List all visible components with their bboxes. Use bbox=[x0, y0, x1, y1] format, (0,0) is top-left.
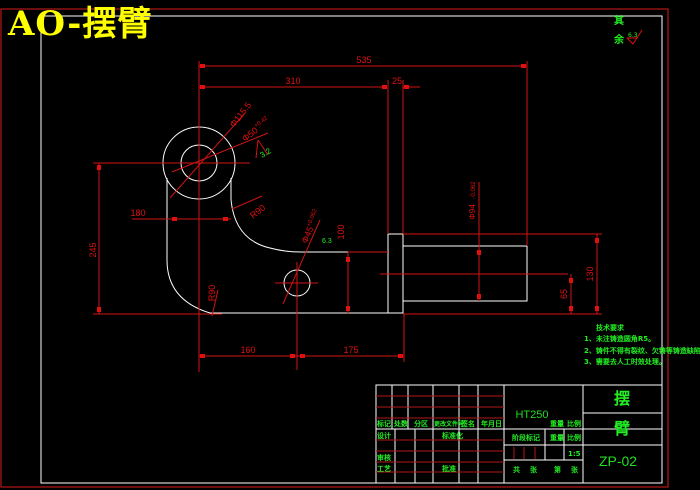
dim-r90-lower: R90 bbox=[207, 285, 217, 302]
dimension-lines bbox=[93, 61, 602, 372]
dim-65: 65 bbox=[559, 289, 569, 299]
inner-frame bbox=[40, 15, 663, 484]
dim-245: 245 bbox=[88, 242, 98, 257]
label-weight: 重量 bbox=[550, 419, 564, 428]
dimension-arrows bbox=[97, 64, 599, 358]
dim-310: 310 bbox=[285, 76, 300, 86]
corner-note-1: 其 bbox=[614, 14, 624, 27]
label-process: 工艺 bbox=[377, 464, 391, 473]
label-change-doc: 更改文件号 bbox=[434, 420, 464, 428]
label-zone: 分区 bbox=[414, 419, 428, 428]
corner-note-2: 余 bbox=[613, 33, 625, 46]
dim-hole-tol: +0.062 bbox=[306, 208, 319, 228]
left-contour bbox=[166, 178, 403, 314]
part-name-1: 摆 bbox=[614, 389, 630, 408]
label-sheet: 张 bbox=[530, 465, 538, 474]
label-scale-2: 比例 bbox=[567, 433, 581, 442]
tech-req-heading: 技术要求 bbox=[596, 323, 625, 332]
label-count: 处数 bbox=[393, 419, 409, 428]
label-design: 设计 bbox=[377, 431, 391, 440]
label-mark: 标记 bbox=[376, 419, 391, 428]
label-date: 年月日 bbox=[481, 419, 502, 428]
title-block: 标记 处数 分区 更改文件号 签名 年月日 设计 标准化 审核 工艺 批准 HT… bbox=[375, 384, 663, 484]
dim-25: 25 bbox=[392, 76, 402, 86]
scale-value: 1:5 bbox=[568, 450, 581, 458]
label-of: 第 bbox=[554, 465, 561, 474]
upper-contour bbox=[230, 178, 388, 253]
roughness-3-2: 3.2 bbox=[259, 146, 274, 160]
dim-shaft-dia: Φ94 bbox=[468, 204, 477, 220]
label-sign: 签名 bbox=[460, 419, 475, 428]
dim-r90-upper: R90 bbox=[248, 203, 267, 221]
dim-180: 180 bbox=[130, 208, 145, 218]
label-total: 共 bbox=[513, 465, 520, 474]
material: HT250 bbox=[515, 409, 548, 421]
dim-175: 175 bbox=[343, 345, 358, 355]
tech-req-item-2: 2、铸件不得有裂纹、欠铸等铸造缺陷。 bbox=[584, 346, 700, 355]
dim-shaft-tol: -0.062 bbox=[471, 181, 477, 199]
roughness-symbol-icon bbox=[626, 29, 643, 45]
sheet-title: AO-摆臂 bbox=[8, 4, 153, 44]
tech-req-item-3: 3、需要去人工时效处理。 bbox=[584, 357, 666, 366]
label-stage-mark: 阶段标记 bbox=[512, 433, 540, 442]
label-sheet-2: 张 bbox=[571, 465, 579, 474]
label-approve: 批准 bbox=[442, 464, 456, 473]
part-name-2: 臂 bbox=[613, 419, 630, 438]
dim-535: 535 bbox=[356, 55, 371, 65]
label-scale: 比例 bbox=[567, 419, 581, 428]
dim-100: 100 bbox=[336, 224, 346, 239]
dim-dia-outer: Φ115.5 bbox=[228, 100, 254, 129]
roughness-hole: 6.3 bbox=[322, 238, 332, 245]
tech-req-item-1: 1、未注铸造圆角R5。 bbox=[584, 334, 655, 343]
label-review: 审核 bbox=[377, 453, 391, 462]
outer-frame bbox=[0, 8, 669, 488]
dim-160: 160 bbox=[240, 345, 255, 355]
label-weight-2: 重量 bbox=[550, 433, 564, 442]
drawing-number: ZP-02 bbox=[599, 453, 637, 469]
corner-roughness-value: 6.3 bbox=[628, 32, 638, 39]
dim-dia-inner-tol: +0.42 bbox=[254, 115, 270, 129]
dim-130: 130 bbox=[585, 266, 595, 281]
label-standard: 标准化 bbox=[441, 431, 463, 440]
